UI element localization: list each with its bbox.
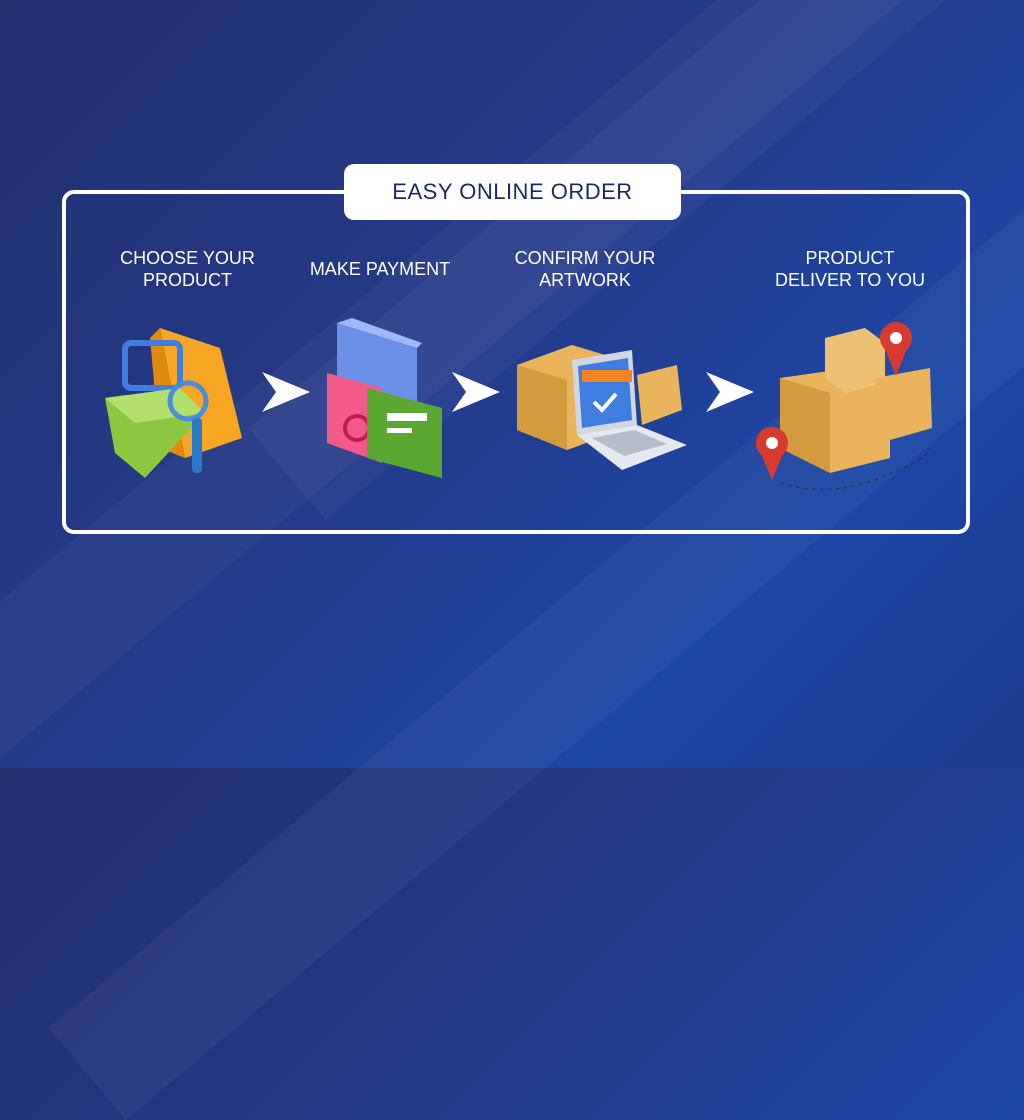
arrow-right-icon <box>262 372 310 412</box>
step-label-choose: CHOOSE YOUR PRODUCT <box>120 248 255 290</box>
laptop-shop-icon <box>517 345 687 470</box>
diagram-title: EASY ONLINE ORDER <box>344 164 681 220</box>
delivery-boxes-icon <box>756 322 932 490</box>
step-label-payment: MAKE PAYMENT <box>309 259 451 279</box>
payment-icon <box>327 318 442 478</box>
arrow-right-icon <box>706 372 754 412</box>
shopping-basket-icon <box>105 328 242 478</box>
step-label-deliver: PRODUCT DELIVER TO YOU <box>774 248 926 290</box>
step-label-confirm: CONFIRM YOUR ARTWORK <box>514 248 656 290</box>
arrow-right-icon <box>452 372 500 412</box>
